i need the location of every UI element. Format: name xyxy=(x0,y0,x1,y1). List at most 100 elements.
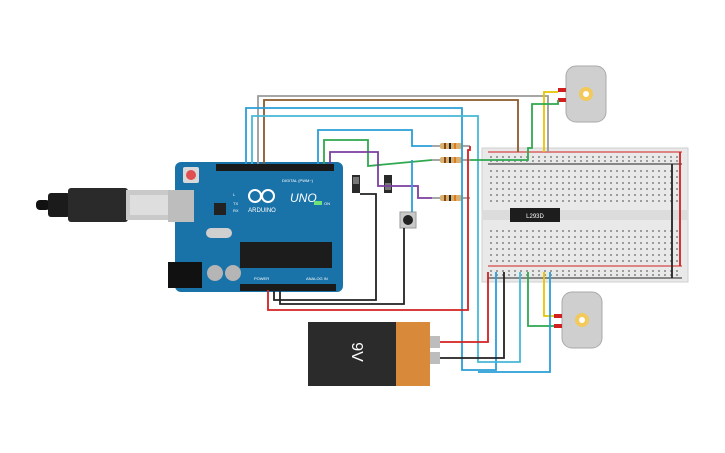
breadboard-hole[interactable] xyxy=(508,236,510,238)
breadboard-hole[interactable] xyxy=(562,188,564,190)
breadboard-hole[interactable] xyxy=(652,194,654,196)
breadboard-hole[interactable] xyxy=(490,170,492,172)
breadboard-hole[interactable] xyxy=(646,230,648,232)
dc-motor-top[interactable] xyxy=(558,65,607,123)
breadboard-hole[interactable] xyxy=(514,200,516,202)
breadboard-hole[interactable] xyxy=(634,170,636,172)
breadboard-hole[interactable] xyxy=(538,176,540,178)
breadboard-hole[interactable] xyxy=(568,242,570,244)
breadboard-hole[interactable] xyxy=(628,230,630,232)
breadboard-hole[interactable] xyxy=(580,242,582,244)
breadboard-hole[interactable] xyxy=(640,274,642,276)
breadboard-hole[interactable] xyxy=(532,200,534,202)
breadboard-hole[interactable] xyxy=(598,254,600,256)
breadboard-hole[interactable] xyxy=(514,248,516,250)
breadboard-hole[interactable] xyxy=(520,176,522,178)
breadboard-hole[interactable] xyxy=(616,274,618,276)
resistor-1[interactable] xyxy=(432,143,470,149)
breadboard-hole[interactable] xyxy=(532,248,534,250)
breadboard-hole[interactable] xyxy=(490,254,492,256)
breadboard-hole[interactable] xyxy=(592,248,594,250)
breadboard-hole[interactable] xyxy=(640,230,642,232)
breadboard-hole[interactable] xyxy=(670,248,672,250)
breadboard-hole[interactable] xyxy=(496,160,498,162)
breadboard-hole[interactable] xyxy=(616,236,618,238)
breadboard-hole[interactable] xyxy=(598,248,600,250)
breadboard-hole[interactable] xyxy=(562,242,564,244)
breadboard-hole[interactable] xyxy=(508,170,510,172)
breadboard-hole[interactable] xyxy=(580,176,582,178)
breadboard-hole[interactable] xyxy=(592,194,594,196)
breadboard-hole[interactable] xyxy=(640,270,642,272)
breadboard-hole[interactable] xyxy=(556,176,558,178)
breadboard-hole[interactable] xyxy=(502,182,504,184)
breadboard-hole[interactable] xyxy=(598,188,600,190)
breadboard-hole[interactable] xyxy=(658,242,660,244)
breadboard-hole[interactable] xyxy=(514,170,516,172)
breadboard-hole[interactable] xyxy=(508,176,510,178)
breadboard-hole[interactable] xyxy=(556,242,558,244)
breadboard-hole[interactable] xyxy=(538,230,540,232)
wire-black-2[interactable] xyxy=(279,228,405,305)
breadboard-hole[interactable] xyxy=(568,194,570,196)
breadboard-hole[interactable] xyxy=(574,230,576,232)
breadboard-hole[interactable] xyxy=(502,156,504,158)
breadboard-hole[interactable] xyxy=(616,230,618,232)
breadboard-hole[interactable] xyxy=(556,260,558,262)
breadboard-hole[interactable] xyxy=(514,194,516,196)
breadboard-hole[interactable] xyxy=(532,254,534,256)
breadboard-hole[interactable] xyxy=(562,156,564,158)
breadboard-hole[interactable] xyxy=(652,156,654,158)
breadboard-hole[interactable] xyxy=(490,176,492,178)
wire-blue-2[interactable] xyxy=(317,129,432,164)
breadboard-hole[interactable] xyxy=(622,188,624,190)
breadboard-hole[interactable] xyxy=(634,254,636,256)
breadboard-hole[interactable] xyxy=(622,270,624,272)
breadboard-hole[interactable] xyxy=(490,230,492,232)
breadboard-hole[interactable] xyxy=(508,260,510,262)
breadboard-hole[interactable] xyxy=(526,182,528,184)
breadboard-hole[interactable] xyxy=(622,200,624,202)
breadboard-hole[interactable] xyxy=(640,248,642,250)
breadboard-hole[interactable] xyxy=(568,236,570,238)
breadboard-hole[interactable] xyxy=(544,270,546,272)
breadboard-hole[interactable] xyxy=(628,260,630,262)
breadboard-hole[interactable] xyxy=(538,194,540,196)
breadboard-hole[interactable] xyxy=(562,194,564,196)
breadboard-hole[interactable] xyxy=(586,254,588,256)
breadboard-hole[interactable] xyxy=(520,270,522,272)
breadboard-hole[interactable] xyxy=(634,188,636,190)
breadboard-hole[interactable] xyxy=(562,260,564,262)
breadboard-hole[interactable] xyxy=(592,260,594,262)
breadboard-hole[interactable] xyxy=(622,274,624,276)
breadboard-hole[interactable] xyxy=(550,194,552,196)
breadboard-hole[interactable] xyxy=(628,188,630,190)
dc-motor-bottom[interactable] xyxy=(554,291,603,349)
breadboard-hole[interactable] xyxy=(502,176,504,178)
breadboard-hole[interactable] xyxy=(598,182,600,184)
breadboard-hole[interactable] xyxy=(658,156,660,158)
breadboard-hole[interactable] xyxy=(592,188,594,190)
breadboard-hole[interactable] xyxy=(574,182,576,184)
breadboard-hole[interactable] xyxy=(676,200,678,202)
breadboard-hole[interactable] xyxy=(658,248,660,250)
breadboard-hole[interactable] xyxy=(616,194,618,196)
breadboard-hole[interactable] xyxy=(592,270,594,272)
breadboard-hole[interactable] xyxy=(574,248,576,250)
breadboard-hole[interactable] xyxy=(508,188,510,190)
breadboard-hole[interactable] xyxy=(634,200,636,202)
breadboard-hole[interactable] xyxy=(574,200,576,202)
breadboard-hole[interactable] xyxy=(610,176,612,178)
breadboard-hole[interactable] xyxy=(508,160,510,162)
breadboard-hole[interactable] xyxy=(586,270,588,272)
breadboard-hole[interactable] xyxy=(514,254,516,256)
breadboard-hole[interactable] xyxy=(526,242,528,244)
breadboard-hole[interactable] xyxy=(610,270,612,272)
breadboard-hole[interactable] xyxy=(610,182,612,184)
breadboard-hole[interactable] xyxy=(490,156,492,158)
breadboard-hole[interactable] xyxy=(634,230,636,232)
breadboard-hole[interactable] xyxy=(580,236,582,238)
breadboard-hole[interactable] xyxy=(634,260,636,262)
breadboard-hole[interactable] xyxy=(586,160,588,162)
breadboard-hole[interactable] xyxy=(592,170,594,172)
